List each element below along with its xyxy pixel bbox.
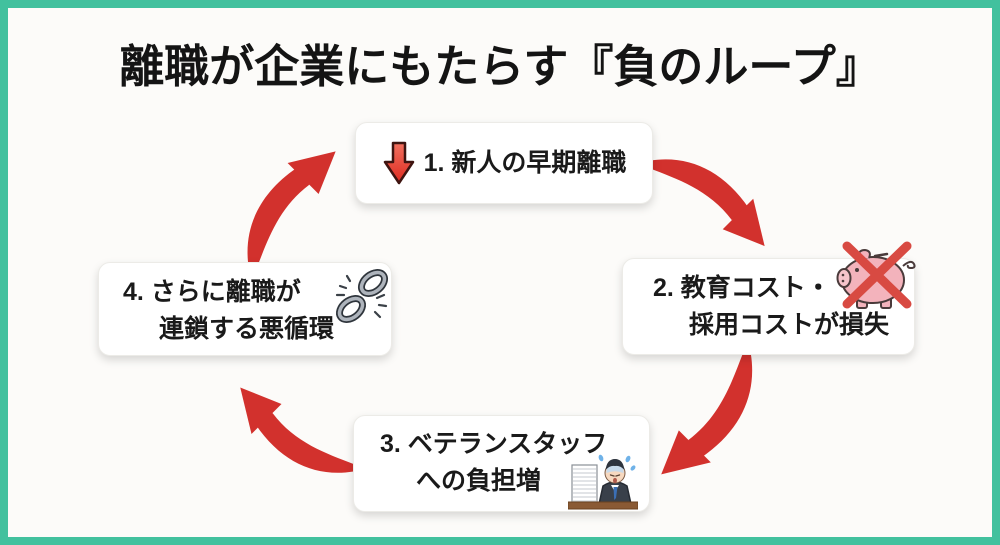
step-2-label-line2: 採用コストが損失 [689, 311, 890, 339]
cycle-arrow-top-to-right [648, 150, 770, 272]
step-3-label-line1: 3. ベテランスタッフ [380, 430, 608, 458]
cycle-arrow-right-to-bottom [634, 352, 762, 480]
step-1-label: 1. 新人の早期離職 [423, 148, 627, 177]
broken-chain-icon [335, 269, 389, 323]
step-2-label-line1: 2. 教育コスト・ [653, 274, 831, 302]
red-down-arrow-icon [383, 141, 414, 185]
page-title: 離職が企業にもたらす『負のループ』 [119, 41, 881, 92]
step-1-card: 1. 新人の早期離職 [355, 122, 653, 204]
step-4-label-line2: 連鎖する悪循環 [159, 315, 335, 343]
cycle-arrow-bottom-to-left [235, 362, 355, 482]
overworked-worker-icon [568, 454, 638, 510]
step-4-label-line1: 4. さらに離職が [123, 278, 301, 306]
step-3-label-line2: への負担増 [416, 467, 542, 495]
step-4-card: 4. さらに離職が 連鎖する悪循環 [98, 262, 392, 356]
cycle-arrow-left-to-top [238, 146, 362, 270]
crossed-piggy-bank-icon [836, 241, 916, 309]
